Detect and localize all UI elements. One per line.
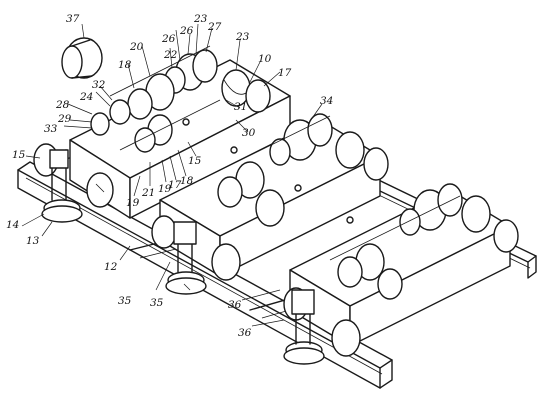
callout-35: 35 — [118, 295, 132, 307]
callout-21: 21 — [141, 187, 155, 199]
callout-35: 35 — [150, 297, 164, 309]
callout-27: 27 — [207, 21, 222, 33]
callout-14: 14 — [6, 219, 19, 231]
callout-18: 18 — [118, 59, 132, 71]
gear-train-2 — [182, 113, 365, 227]
callout-32: 32 — [92, 79, 106, 91]
housing-2 — [159, 119, 381, 277]
callout-15: 15 — [12, 149, 26, 161]
callout-33: 33 — [44, 123, 58, 135]
callout-26: 26 — [179, 25, 194, 37]
callout-13: 13 — [26, 235, 40, 247]
leader-lines — [21, 23, 323, 327]
callout-36: 36 — [228, 299, 242, 311]
wheels-3 — [283, 219, 519, 357]
callout-23: 23 — [193, 13, 208, 25]
callout-34: 34 — [320, 95, 333, 107]
callout-24: 24 — [79, 91, 93, 103]
callout-30: 30 — [242, 127, 256, 139]
callout-37: 37 — [66, 13, 80, 25]
callout-26: 26 — [161, 33, 176, 45]
wheels-2 — [151, 147, 389, 281]
motor-37 — [61, 37, 103, 79]
callout-12: 12 — [104, 261, 118, 273]
foot-36 — [283, 289, 325, 365]
callout-36: 36 — [238, 327, 252, 339]
callout-labels: 37 23 26 26 27 23 20 22 10 17 18 32 24 2… — [6, 13, 333, 339]
callout-31: 31 — [234, 101, 247, 113]
callout-15: 15 — [188, 155, 202, 167]
foot-13-14 — [41, 149, 83, 223]
gear-train-1 — [90, 45, 251, 153]
callout-20: 20 — [129, 41, 144, 53]
gear-train-3 — [329, 183, 491, 300]
callout-18: 18 — [180, 175, 194, 187]
callout-17: 17 — [168, 179, 182, 191]
callout-29: 29 — [57, 113, 72, 125]
callout-28: 28 — [55, 99, 70, 111]
callout-22: 22 — [163, 49, 178, 61]
callout-23: 23 — [235, 31, 250, 43]
callout-10: 10 — [258, 53, 272, 65]
callout-19: 19 — [126, 197, 140, 209]
callout-19: 19 — [158, 183, 172, 195]
callout-17: 17 — [278, 67, 292, 79]
